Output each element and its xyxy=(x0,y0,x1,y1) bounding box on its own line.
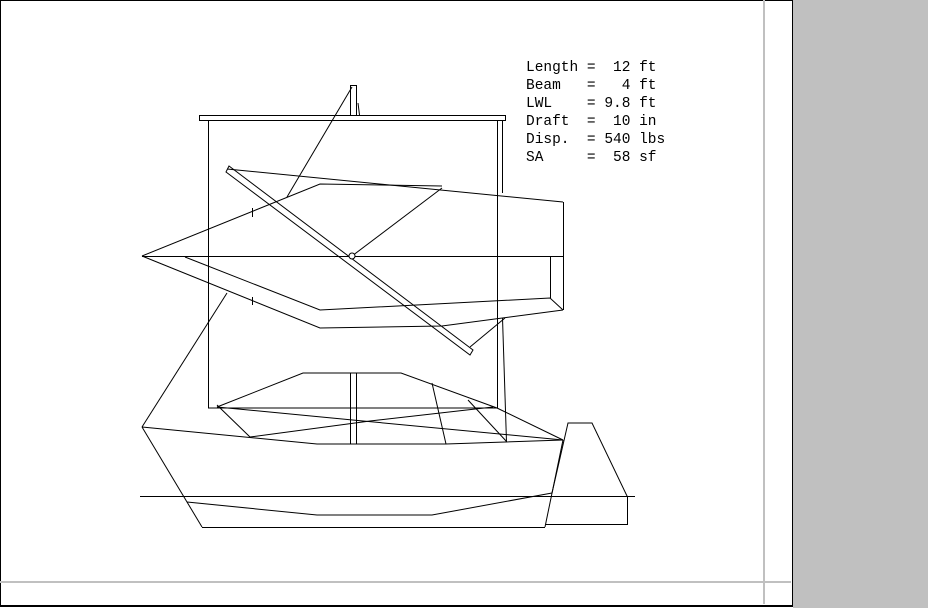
stat-unit: lbs xyxy=(639,132,666,148)
stat-row: SA = 58 sf xyxy=(526,149,665,167)
stat-row: Beam = 4 ft xyxy=(526,77,665,95)
stat-label: Draft xyxy=(526,114,570,130)
stat-row: Draft = 10 in xyxy=(526,113,665,131)
yard xyxy=(199,115,506,121)
spacer xyxy=(630,150,639,166)
oar xyxy=(225,165,474,356)
sail-rig xyxy=(141,85,507,443)
spacer xyxy=(630,132,639,148)
oarlock xyxy=(348,252,356,260)
keel-line xyxy=(186,492,553,516)
equals-sign: = xyxy=(586,60,605,76)
spacer xyxy=(630,96,639,112)
stat-unit: ft xyxy=(639,96,657,112)
equals-sign: = xyxy=(586,114,605,130)
vertical-divider[interactable] xyxy=(763,0,765,604)
equals-sign: = xyxy=(586,96,605,112)
rudder xyxy=(545,422,628,525)
spacer xyxy=(630,114,639,130)
stat-value: 58 xyxy=(613,150,631,166)
forestay xyxy=(286,86,353,198)
spacer xyxy=(630,60,639,76)
stat-label: Beam xyxy=(526,78,561,94)
stat-label: SA xyxy=(526,150,544,166)
equals-sign: = xyxy=(586,150,605,166)
stem xyxy=(141,426,203,528)
stat-value: 10 xyxy=(613,114,631,130)
side-panel xyxy=(793,0,928,608)
stat-label: Length xyxy=(526,60,579,76)
stat-row: Length = 12 ft xyxy=(526,59,665,77)
stat-value: 12 xyxy=(613,60,631,76)
drawing-canvas[interactable] xyxy=(0,0,793,607)
hull-plan-view xyxy=(141,165,564,356)
stat-unit: ft xyxy=(639,60,657,76)
stat-value: 540 xyxy=(604,132,631,148)
mast-top xyxy=(350,85,357,116)
equals-sign: = xyxy=(586,78,605,94)
stat-unit: in xyxy=(639,114,657,130)
hull-profile xyxy=(140,372,635,528)
boat-drawing xyxy=(140,85,635,528)
stat-value: 4 xyxy=(621,78,631,94)
stat-unit: sf xyxy=(639,150,657,166)
stat-row: LWL = 9.8 ft xyxy=(526,95,665,113)
stat-row: Disp. = 540 lbs xyxy=(526,131,665,149)
stat-value: 9.8 xyxy=(604,96,631,112)
mast-lower xyxy=(350,372,357,445)
spacer xyxy=(630,78,639,94)
horizontal-divider[interactable] xyxy=(0,581,791,583)
stat-label: LWL xyxy=(526,96,553,112)
stat-label: Disp. xyxy=(526,132,570,148)
stat-unit: ft xyxy=(639,78,657,94)
equals-sign: = xyxy=(586,132,605,148)
